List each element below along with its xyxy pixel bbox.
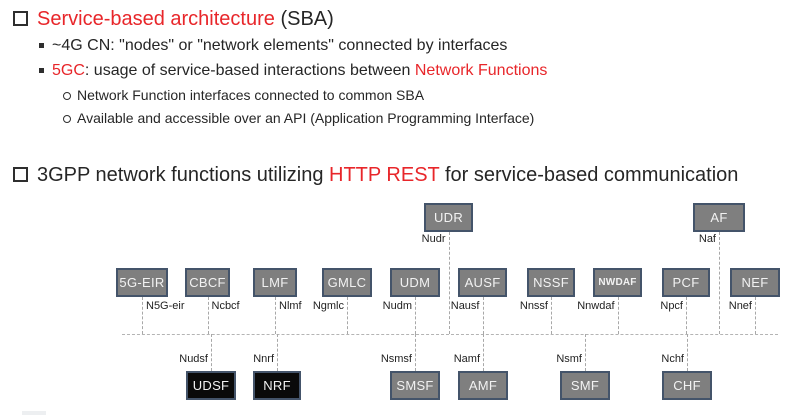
nf-connector-gmlc (347, 297, 348, 334)
bullet-5gc-mid: : usage of service-based interactions be… (84, 62, 415, 79)
heading-3gpp-pre: 3GPP network functions utilizing (37, 164, 330, 186)
bullet-5gc-nf-red: Network Functions (414, 62, 548, 79)
iface-label-nchf: Nchf (661, 353, 684, 365)
iface-label-nudr: Nudr (421, 233, 446, 245)
iface-label-nudm: Nudm (382, 300, 412, 312)
nf-connector-nssf (551, 297, 552, 334)
nf-node-udr: UDR (424, 203, 473, 232)
nf-connector-udm (415, 297, 416, 334)
nf-connector-chf (687, 334, 688, 371)
nf-node-nef: NEF (730, 268, 780, 297)
nf-connector-pcf (686, 297, 687, 334)
nf-connector-ausf (482, 297, 484, 334)
iface-label-n5g-eir: N5G-eir (146, 300, 185, 312)
iface-label-nnef: Nnef (728, 300, 752, 312)
iface-label-nnrf: Nnrf (253, 353, 274, 365)
iface-label-nsmf: Nsmf (556, 353, 582, 365)
circle-bullet-icon (63, 92, 71, 100)
nf-connector-smsf (415, 334, 416, 371)
bullet-4g-cn: ~4G CN: "nodes" or "network elements" co… (39, 36, 507, 55)
nf-connector-af (719, 232, 720, 334)
bullet-5gc: 5GC: usage of service-based interactions… (39, 61, 547, 80)
heading-3gpp-text: 3GPP network functions utilizing HTTP RE… (37, 163, 738, 187)
heading-service-based-architecture: Service-based architecture (SBA) (13, 7, 334, 31)
bullet-4g-cn-text: ~4G CN: "nodes" or "network elements" co… (52, 37, 508, 54)
square-bullet-icon (13, 11, 28, 26)
bullet-5gc-text: 5GC: usage of service-based interactions… (52, 61, 547, 80)
nf-connector-nrf (277, 334, 278, 371)
circle-bullet-icon (63, 115, 71, 123)
subbullet-api-text: Available and accessible over an API (Ap… (77, 110, 535, 126)
square-bullet-icon (13, 167, 28, 182)
nf-node-nssf: NSSF (527, 268, 575, 297)
nf-node-nwdaf: NWDAF (593, 268, 642, 297)
nf-connector-lmf (275, 297, 276, 334)
nf-node-5g-eir: 5G-EIR (116, 268, 168, 297)
heading-sba-text: Service-based architecture (SBA) (37, 7, 334, 31)
iface-label-namf: Namf (453, 353, 480, 365)
nf-node-udsf: UDSF (186, 371, 236, 400)
subbullet-api: Available and accessible over an API (Ap… (63, 110, 534, 127)
nf-node-lmf: LMF (253, 268, 297, 297)
nf-node-ausf: AUSF (458, 268, 507, 297)
nf-connector-cbcf (207, 297, 209, 334)
nf-node-amf: AMF (458, 371, 508, 400)
nf-connector-amf (483, 334, 484, 371)
nf-node-chf: CHF (662, 371, 712, 400)
iface-label-naf: Naf (698, 233, 716, 245)
iface-label-nsmsf: Nsmsf (380, 353, 412, 365)
small-square-bullet-icon (39, 68, 44, 73)
nf-node-pcf: PCF (662, 268, 710, 297)
iface-label-nudsf: Nudsf (179, 353, 208, 365)
iface-label-nnssf: Nnssf (519, 300, 548, 312)
nf-node-smsf: SMSF (390, 371, 440, 400)
nf-connector-udsf (211, 334, 212, 371)
iface-label-npcf: Npcf (660, 300, 683, 312)
nf-node-cbcf: CBCF (185, 268, 230, 297)
bullet-5gc-red: 5GC (52, 62, 85, 79)
iface-label-ncbcf: Ncbcf (211, 300, 240, 312)
heading-sba-red: Service-based architecture (37, 8, 275, 30)
iface-label-nlmf: Nlmf (279, 300, 302, 312)
heading-3gpp-red: HTTP REST (329, 164, 440, 186)
heading-3gpp-http-rest: 3GPP network functions utilizing HTTP RE… (13, 163, 738, 187)
subbullet-common-sba-text: Network Function interfaces connected to… (77, 87, 425, 103)
iface-label-ngmlc: Ngmlc (312, 300, 344, 312)
nf-node-af: AF (693, 203, 745, 232)
nf-node-udm: UDM (390, 268, 440, 297)
nf-node-smf: SMF (560, 371, 610, 400)
nf-connector-udr (448, 232, 450, 334)
small-square-bullet-icon (39, 43, 44, 48)
heading-3gpp-post: for service-based communication (439, 164, 739, 186)
cutoff-bullet-fragment (22, 411, 46, 415)
nf-connector-5g-eir (142, 297, 143, 334)
nf-node-gmlc: GMLC (322, 268, 372, 297)
nf-connector-smf (585, 334, 586, 371)
subbullet-common-sba: Network Function interfaces connected to… (63, 87, 424, 104)
nf-connector-nwdaf (617, 297, 619, 334)
nf-node-nrf: NRF (253, 371, 301, 400)
heading-sba-rest: (SBA) (274, 8, 334, 30)
service-bus-line (122, 334, 778, 335)
iface-label-nnwdaf: Nnwdaf (577, 300, 615, 312)
iface-label-nausf: Nausf (450, 300, 480, 312)
nf-connector-nef (755, 297, 756, 334)
